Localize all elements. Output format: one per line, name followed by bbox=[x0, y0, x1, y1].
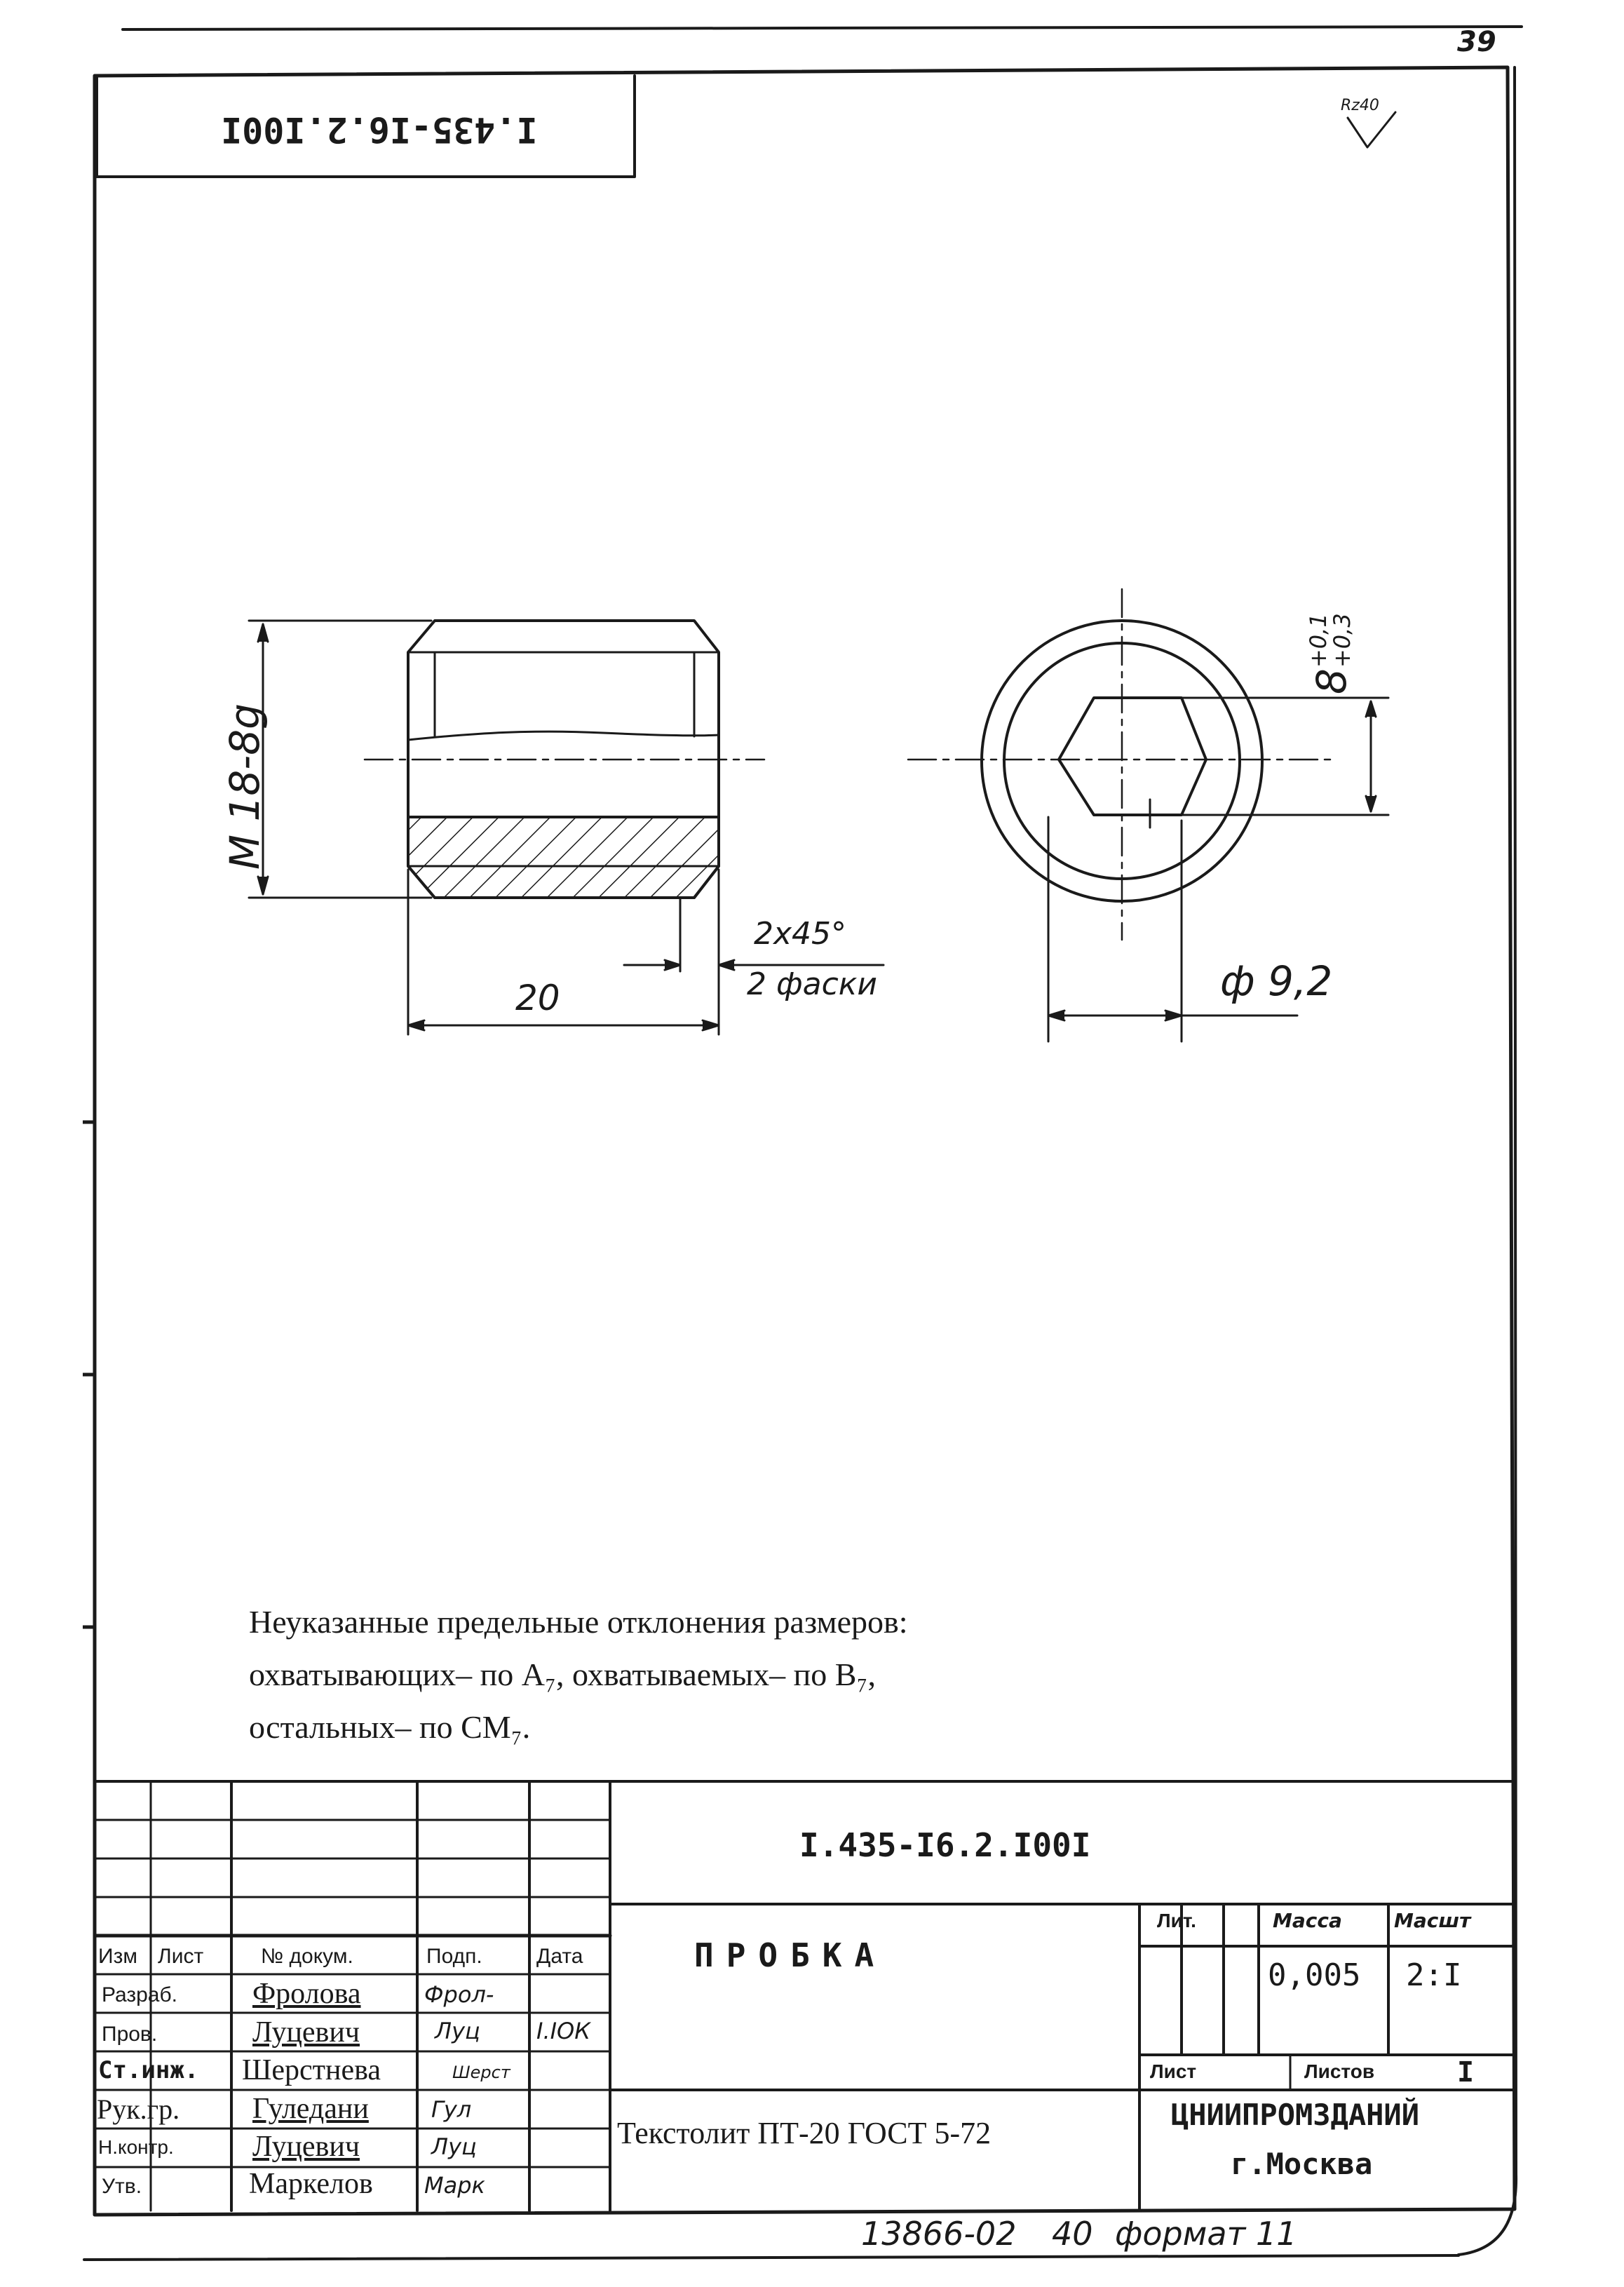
lit-label: Лит. bbox=[1157, 1910, 1196, 1931]
scale-value: 2:I bbox=[1406, 1957, 1462, 1993]
row-signature: Шерст bbox=[452, 2063, 510, 2082]
row-signature: Луц bbox=[435, 2018, 480, 2044]
row-role: Рук.гр. bbox=[97, 2093, 180, 2125]
thread-dimension: M 18-8g bbox=[221, 703, 269, 870]
row-name: Луцевич bbox=[252, 2016, 360, 2049]
row-signature: Гул bbox=[431, 2096, 472, 2123]
dim-length bbox=[407, 868, 720, 1036]
diameter-dimension: ф 9,2 bbox=[1220, 957, 1333, 1005]
material: Текстолит ПТ-20 ГОСТ 5-72 bbox=[617, 2116, 992, 2150]
row-signature: Марк bbox=[424, 2172, 485, 2199]
chamfer-note: 2 фаски bbox=[747, 966, 877, 1002]
note-line-1: Неуказанные предельные отклонения размер… bbox=[249, 1604, 908, 1640]
row-role: Ст.инж. bbox=[98, 2056, 199, 2084]
row-name: Луцевич bbox=[252, 2131, 360, 2163]
note-line-3: остальных– по СМ₇. bbox=[249, 1709, 531, 1745]
row-name: Маркелов bbox=[249, 2168, 373, 2200]
mass-label: Масса bbox=[1273, 1909, 1342, 1932]
sheet-label: Лист bbox=[1150, 2060, 1197, 2082]
side-view bbox=[363, 619, 766, 899]
header-date: Дата bbox=[536, 1945, 583, 1968]
organization: ЦНИИПРОМЗДАНИЙ bbox=[1171, 2098, 1420, 2132]
slot-tolerance-lower: +0,3 bbox=[1329, 613, 1355, 668]
footer-sheet-number: 40 bbox=[1052, 2215, 1093, 2253]
row-name: Шерстнева bbox=[242, 2054, 381, 2086]
row-name: Гуледани bbox=[252, 2093, 369, 2125]
length-dimension: 20 bbox=[515, 978, 560, 1018]
row-signature: Фрол- bbox=[424, 1981, 494, 2008]
page-number: 39 bbox=[1457, 26, 1496, 58]
format-note: формат 11 bbox=[1115, 2215, 1297, 2253]
header-list: Лист bbox=[158, 1945, 204, 1968]
chamfer-dimension: 2x45° bbox=[754, 916, 847, 952]
sheets-value: I bbox=[1457, 2056, 1475, 2089]
scale-label: Масшт bbox=[1394, 1909, 1471, 1932]
slot-tolerance-upper: +0,1 bbox=[1305, 613, 1332, 668]
row-role: Н.контр. bbox=[98, 2136, 174, 2158]
note-line-2: охватывающих– по А₇, охватываемых– по В₇… bbox=[249, 1657, 877, 1692]
corner-stamp: I.435-I6.2.I00I bbox=[221, 109, 538, 150]
mass-value: 0,005 bbox=[1268, 1957, 1361, 1993]
row-name: Фролова bbox=[252, 1978, 361, 2010]
organization-city: г.Москва bbox=[1231, 2147, 1373, 2181]
dim-thread bbox=[248, 619, 433, 899]
sheets-label: Листов bbox=[1304, 2060, 1375, 2082]
end-view bbox=[907, 588, 1334, 941]
row-signature: Луц bbox=[431, 2133, 477, 2160]
roughness-mark: Rz40 bbox=[1341, 97, 1379, 114]
row-role: Утв. bbox=[102, 2175, 142, 2198]
designation: I.435-I6.2.I00I bbox=[799, 1826, 1091, 1864]
title-block-grid bbox=[93, 1780, 1515, 2212]
row-role: Разраб. bbox=[102, 1983, 178, 2006]
header-sign: Подп. bbox=[426, 1945, 482, 1968]
inventory-number: 13866-02 bbox=[861, 2215, 1017, 2253]
slot-dimension: 8 +0,1 +0,3 bbox=[1305, 613, 1355, 694]
row-date: I.IOК bbox=[536, 2018, 590, 2044]
header-doc: № докум. bbox=[261, 1945, 353, 1968]
header-izm: Изм bbox=[98, 1945, 137, 1968]
slot-dimension-value: 8 bbox=[1308, 668, 1355, 694]
dim-slot bbox=[1180, 696, 1390, 816]
dim-chamfer bbox=[623, 896, 885, 973]
row-role: Пров. bbox=[102, 2023, 158, 2046]
part-name: ПРОБКА bbox=[694, 1936, 887, 1974]
dim-diameter bbox=[1047, 816, 1299, 1043]
